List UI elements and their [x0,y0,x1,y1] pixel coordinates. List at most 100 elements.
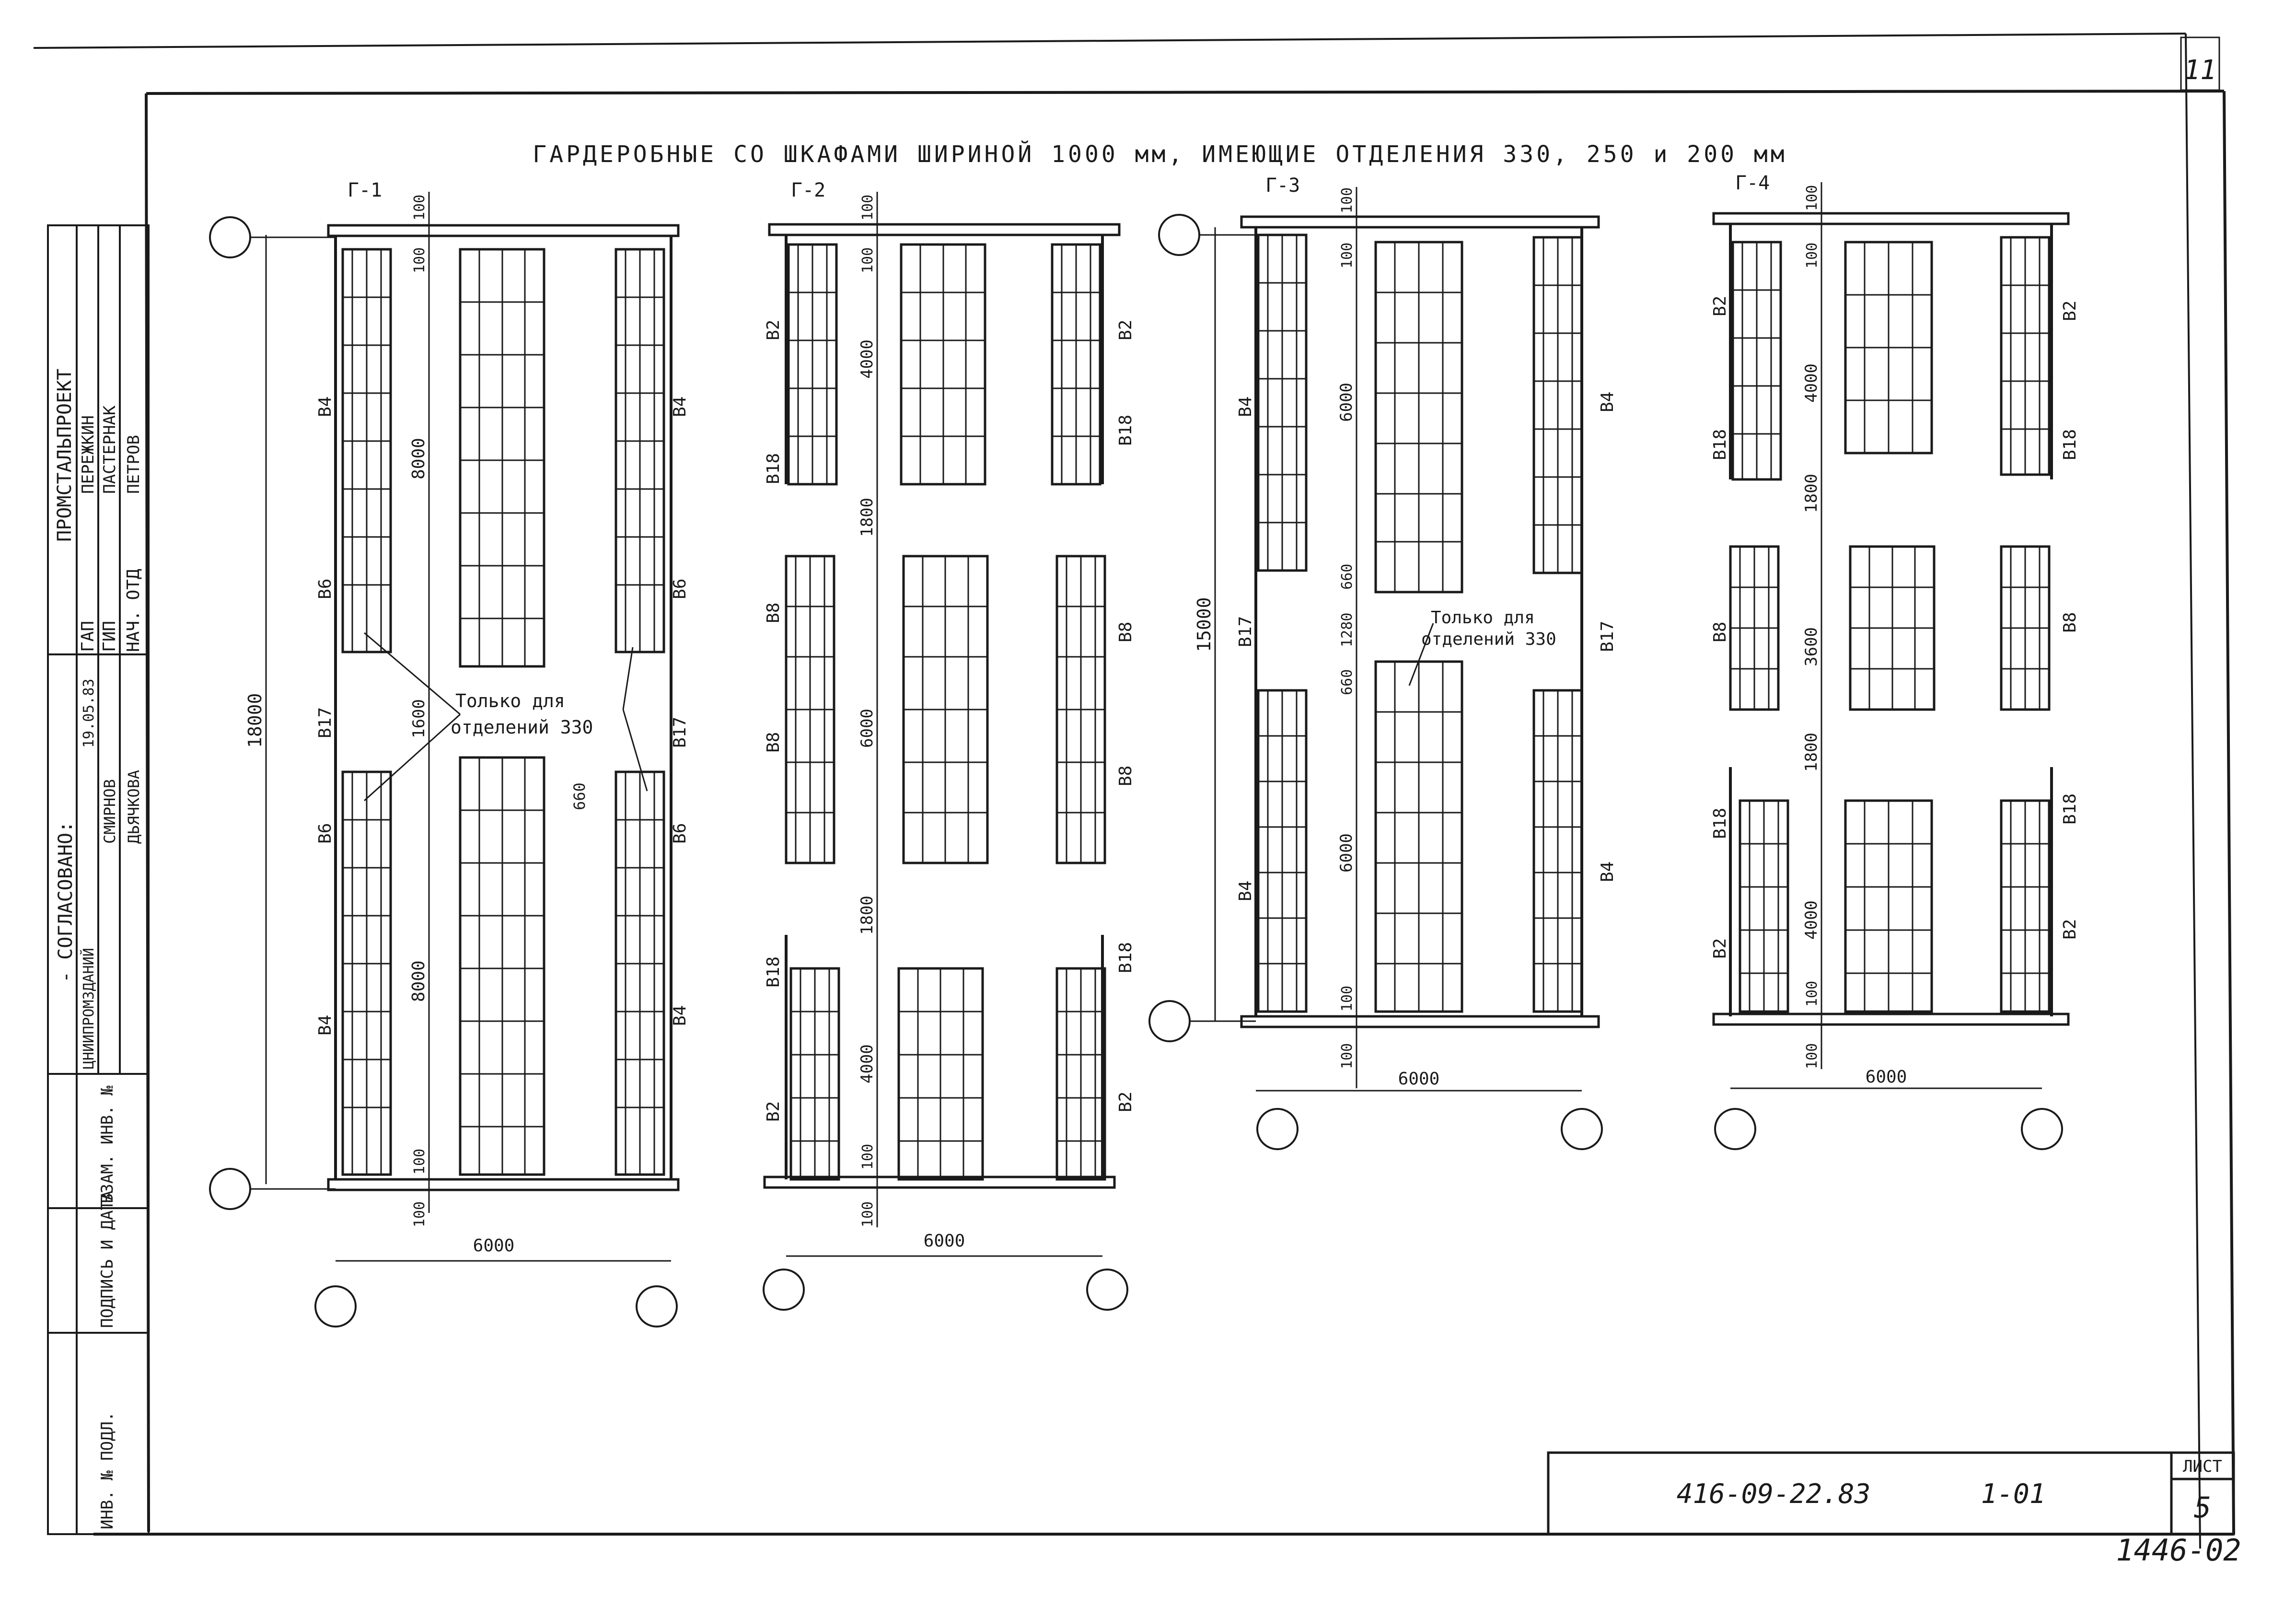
g3-note-line1: Только для [1431,608,1535,628]
g3-mark-b17-right: В17 [1598,621,1617,652]
g2-dim-6000: 6000 [924,1231,965,1251]
g2-mark-b8-left-a: В8 [764,603,783,623]
g1-mark-b17-left: В17 [315,707,335,738]
g1-mark-b6-left-upper: В6 [315,579,335,599]
g4-mark-b18-right-top: В18 [2060,429,2080,460]
g4-dim-4000-top: 4000 [1802,363,1821,403]
g4-mark-b2-right-top: В2 [2060,301,2080,321]
g4-dim-4000-bottom: 4000 [1802,900,1821,940]
plan-label-g3: Г-3 [1265,175,1300,197]
g2-mark-b2-left-top: В2 [764,320,783,340]
sheet-corner-number: 11 [2184,55,2216,86]
g4-mark-b2-left-bottom: В2 [1710,938,1730,959]
g1-dim-100-c: 100 [411,1149,428,1175]
g2-mark-b18-left-bottom: В18 [764,956,783,988]
g3-dim-100-c: 100 [1339,986,1356,1012]
g3-dim-6000: 6000 [1398,1069,1440,1089]
plan-label-g2: Г-2 [791,179,825,201]
g3-mark-b17-left: В17 [1236,616,1255,647]
g3-dim-100-d: 100 [1339,1043,1356,1069]
stamp-strip-podpis: ПОДПИСЬ И ДАТА [98,1190,117,1328]
g4-mark-b18-left-bottom: В18 [1710,808,1730,839]
stamp-agreed-org: ЦНИИПРОМЗДАНИЙ [80,948,97,1069]
g2-dim-1800-a: 1800 [858,498,877,537]
g2-mark-b8-right-a: В8 [1116,622,1136,642]
g4-mark-b8-right: В8 [2060,612,2080,633]
stamp-agreed-name-smirnov: СМИРНОВ [101,779,119,844]
g4-mark-b8-left: В8 [1710,622,1730,642]
g4-dim-1800-b: 1800 [1802,733,1821,772]
g2-mark-b8-left-b: В8 [764,732,783,753]
plan-label-g4: Г-4 [1735,172,1770,194]
drawing-title: ГАРДЕРОБНЫЕ СО ШКАФАМИ ШИРИНОЙ 1000 мм, … [533,140,1787,168]
g2-dim-100-b: 100 [859,247,876,273]
g1-dim-8000-top: 8000 [409,438,429,479]
g3-dim-15000: 15000 [1194,597,1215,652]
title-block-part: 1-01 [1981,1479,2046,1510]
g3-mark-b4-left-bottom: В4 [1236,881,1255,901]
g4-mark-b18-left-top: В18 [1710,429,1730,460]
g2-mark-b18-right-top: В18 [1116,415,1136,446]
g2-mark-b2-right-bottom: В2 [1116,1092,1136,1112]
g2-dim-4000-bottom: 4000 [858,1044,877,1083]
g3-dim-6000v-bottom: 6000 [1337,833,1356,873]
g2-mark-b2-left-bottom: В2 [764,1101,783,1122]
g4-dim-100-b: 100 [1804,243,1821,268]
stamp-agreed-name-dyachkova: ДЬЯЧКОВА [125,770,143,844]
g4-mark-b2-right-bottom: В2 [2060,919,2080,940]
g1-mark-b4-right-lower: В4 [670,1005,690,1026]
title-block-sheet-label: ЛИСТ [2183,1457,2222,1476]
g3-dim-660-a: 660 [1339,564,1356,590]
g1-note-line1: Только для [455,690,565,711]
g1-mark-b17-right: В17 [670,717,690,748]
g1-dim-6000: 6000 [473,1236,515,1256]
g3-mark-b4-right-top: В4 [1598,392,1617,412]
g4-mark-b18-right-bottom: В18 [2060,793,2080,825]
plan-g1 [209,192,680,1328]
g2-mark-b2-right-top: В2 [1116,320,1136,340]
g1-mark-b6-left-lower: В6 [315,823,335,844]
stamp-role-nach: НАЧ. ОТД [124,569,143,652]
g2-dim-100-c: 100 [859,1144,876,1170]
g1-dim-18000: 18000 [244,693,266,748]
g1-note-line2: отделений 330 [451,717,593,738]
g1-mark-b4-left-lower: В4 [315,1015,335,1036]
g3-dim-100-a: 100 [1339,187,1356,213]
g4-mark-b2-left-top: В2 [1710,296,1730,316]
plan-label-g1: Г-1 [348,179,382,201]
g3-mark-b4-left-top: В4 [1236,396,1255,417]
g2-dim-100-d: 100 [859,1201,876,1227]
g2-dim-4000-top: 4000 [858,339,877,379]
g2-dim-1800-b: 1800 [858,896,877,935]
title-block [1547,1451,2235,1536]
g4-dim-100-d: 100 [1804,1043,1821,1069]
stamp-agreed-label: - СОГЛАСОВАНО: [55,821,77,983]
g2-mark-b18-right-bottom: В18 [1116,942,1136,973]
g1-mark-b4-right-upper: В4 [670,396,690,417]
g1-dim-100-a: 100 [411,195,428,221]
stamp-org: ПРОМСТАЛЬПРОЕКТ [54,369,76,542]
g1-dim-660: 660 [570,782,589,810]
g3-mark-b4-right-bottom: В4 [1598,862,1617,882]
g3-dim-100-b: 100 [1339,243,1356,268]
g3-dim-6000v-top: 6000 [1337,383,1356,422]
g1-dim-100-b: 100 [411,247,428,273]
sheet-frame [33,33,2235,1549]
stamp-role-gap: ГАП [78,621,98,652]
stamp-name-pasternak: ПАСТЕРНАК [100,405,119,494]
g2-mark-b18-left-top: В18 [764,453,783,484]
g1-mark-b4-left-upper: В4 [315,396,335,417]
stamp-name-perezhkin: ПЕРЕЖКИН [79,415,98,494]
bottom-note: 1446-02 [2116,1533,2241,1568]
plan-g4 [1712,182,2070,1150]
g2-mark-b8-right-b: В8 [1116,766,1136,786]
g2-dim-100-a: 100 [859,195,876,221]
g4-dim-100-a: 100 [1804,185,1821,211]
left-stamp [47,224,150,1535]
g3-dim-660-b: 660 [1339,669,1356,695]
g2-dim-6000v: 6000 [858,709,877,748]
g3-note-line2: отделений 330 [1421,629,1556,649]
g4-dim-100-c: 100 [1804,981,1821,1007]
g1-dim-8000-bottom: 8000 [409,960,429,1002]
g4-dim-3600: 3600 [1802,627,1821,666]
